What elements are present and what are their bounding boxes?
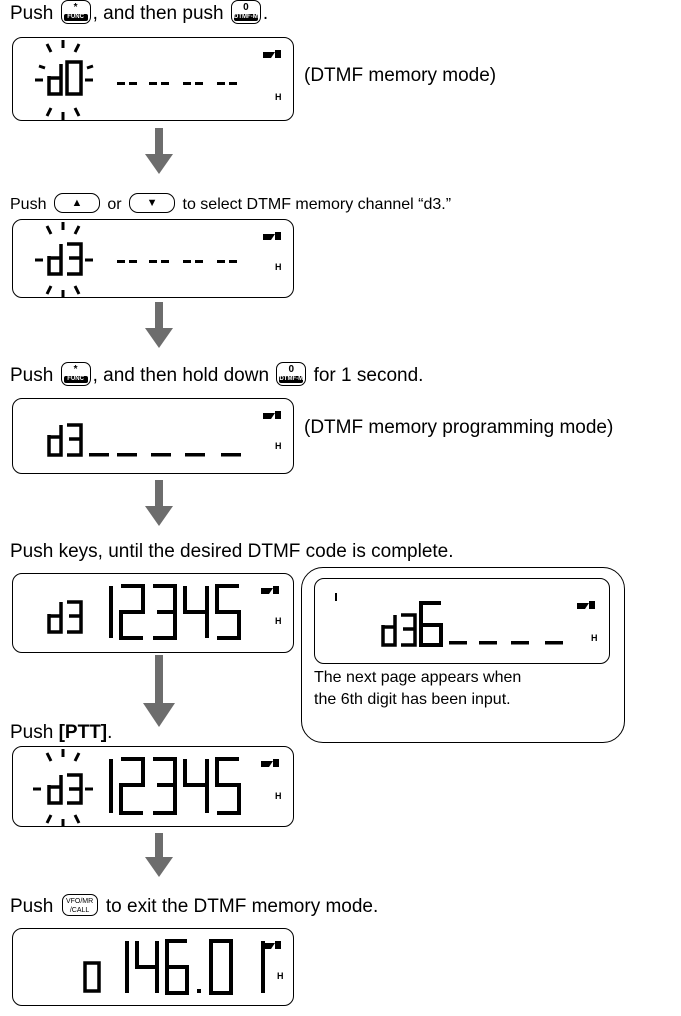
digits-d3 [47,773,83,805]
key-bottom-label: DTMF-M [279,376,304,383]
inset-note-line-1: The next page appears when [314,669,522,686]
dashes [117,82,237,85]
caption-programming-mode: (DTMF memory programming mode) [304,417,614,438]
lcd-h-indicator: H [275,616,282,626]
blink-rays [35,222,93,297]
lcd-display-12345: H [12,573,294,653]
step-text: Push [10,896,54,917]
digits-12345 [109,584,241,640]
lcd-12345-graphic: H [47,584,282,640]
vfo-mr-call-key[interactable]: VFO/MR/CALL [61,893,98,916]
inset-note-line-2: the 6th digit has been input. [314,691,511,708]
digits-146-01 [125,939,265,995]
step-2-instruction: Push ▲ or ▼ to select DTMF memory channe… [10,192,452,217]
key-top-label: 0 [243,2,249,13]
lcd-display-programming: H [12,398,294,474]
lcd-display-d3-6: H [314,578,610,664]
lcd-d3-6-graphic: H [335,593,598,647]
down-arrow-icon: ▼ [146,196,158,209]
key-top-label: * [73,2,78,13]
down-key[interactable]: ▼ [129,192,176,213]
lcd-display-transmit: H [12,746,294,827]
digits-d3 [47,423,83,457]
sixth-digit-inset: H The next page appears when the 6th dig… [301,567,625,743]
down-arrow-3 [145,480,173,526]
down-arrow-4 [143,655,175,727]
battery-icon [263,943,275,949]
key-bottom-label: FUNC [63,14,88,21]
lcd-h-indicator: H [275,441,282,451]
down-arrow-2 [145,302,173,348]
lcd-h-indicator: H [275,92,282,102]
digit-0 [83,961,101,993]
dashes [117,260,237,263]
digits-12345 [109,757,241,815]
lcd-h-indicator: H [275,791,282,801]
step-text: or [107,196,122,213]
key-label-line-2: /CALL [69,906,90,914]
step-text: , and then push [92,3,224,25]
up-arrow-icon: ▲ [71,196,83,209]
lcd-frequency-graphic: H [83,939,284,995]
battery-icon [261,761,273,767]
step-4-instruction: Push keys, until the desired DTMF code i… [10,541,454,562]
step-text: Push [10,722,54,743]
lcd-h-indicator: H [277,971,284,981]
key-label-line-1: VFO/MR [65,897,94,905]
battery-icon [263,413,275,419]
step-5-instruction: Push [PTT]. [10,721,112,745]
digits-d3 [381,613,417,647]
lcd-display-d3: H [12,219,294,298]
step-text: Push [10,196,47,213]
step-text: to select DTMF memory channel “d3.” [182,196,452,213]
digit-6 [419,601,443,647]
battery-icon [263,234,275,240]
digits-d0 [47,60,83,96]
lcd-h-indicator: H [591,633,598,643]
key-top-label: 0 [288,364,295,375]
underscores [449,641,563,645]
key-top-label: * [73,364,78,375]
battery-icon [261,588,273,594]
battery-icon [263,52,275,58]
battery-icon [577,603,589,609]
func-key[interactable]: *FUNC [60,362,91,386]
step-text: for 1 second. [313,365,424,387]
lcd-transmit-graphic: H [33,749,282,826]
blink-rays [33,749,93,826]
digits-d3 [47,242,83,276]
step-text: Push [10,3,54,25]
step-text: to exit the DTMF memory mode. [105,896,379,917]
ptt-key-label: [PTT] [58,722,108,743]
caption-memory-mode: (DTMF memory mode) [304,65,497,86]
down-arrow-5 [145,833,173,877]
underscores [89,453,241,457]
lcd-h-indicator: H [275,262,282,272]
down-arrow-1 [145,128,173,174]
step-6-instruction: Push VFO/MR/CALL to exit the DTMF memory… [10,893,379,919]
lcd-d3-graphic: H [35,222,282,297]
lcd-programming-graphic: H [47,411,282,457]
digits-d3 [47,600,83,634]
lcd-d0-graphic: H [35,40,282,120]
key-bottom-label: FUNC [63,376,88,383]
step-text: . [262,3,269,25]
up-key[interactable]: ▲ [53,192,100,213]
step-text: , and then hold down [92,365,270,387]
key-bottom-label: DTMF-M [233,14,258,21]
decimal-point [197,989,201,993]
step-text: . [107,722,113,743]
blink-rays [35,40,94,120]
lcd-display-frequency: H [12,928,294,1006]
lcd-display-d0: H [12,37,294,121]
func-key[interactable]: *FUNC [60,0,91,24]
step-text: Push [10,365,54,387]
